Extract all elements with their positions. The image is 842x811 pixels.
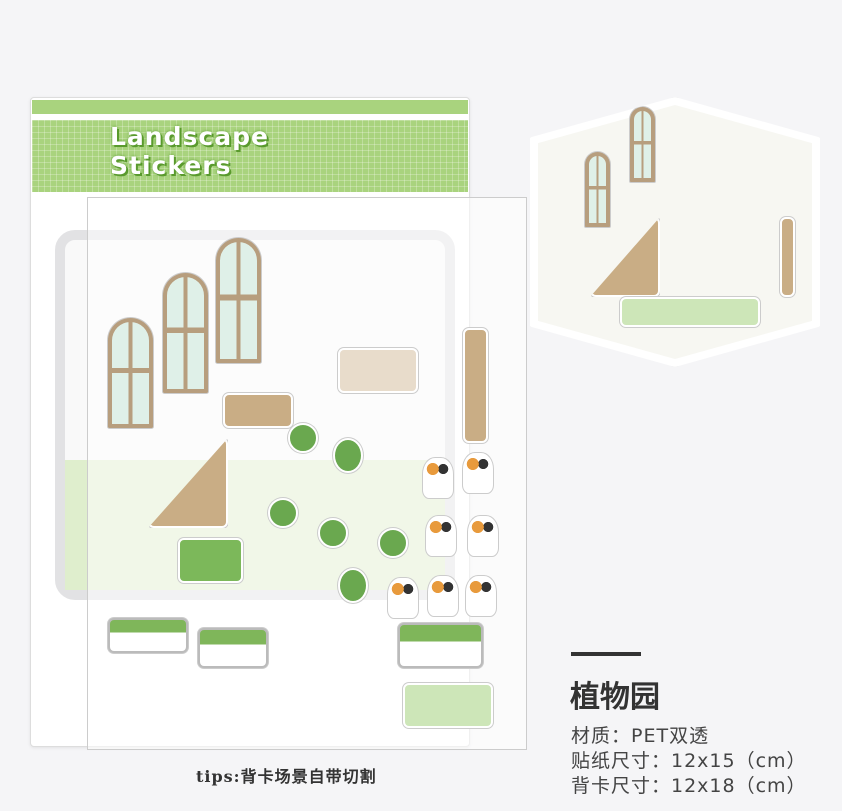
plant-sticker xyxy=(338,568,368,603)
cat-sticker xyxy=(423,458,453,498)
cat-sticker xyxy=(426,516,456,556)
cat-sticker xyxy=(466,576,496,616)
plant-sticker xyxy=(378,528,408,558)
banner-stripe xyxy=(32,100,468,114)
sticker-sheet xyxy=(87,197,527,750)
counter-sticker xyxy=(338,348,418,393)
cat-sticker xyxy=(463,453,493,493)
spec-card-size: 背卡尺寸：12x18（cm） xyxy=(571,775,807,797)
window xyxy=(585,152,610,227)
product-name: 植物园 xyxy=(570,680,660,715)
assembled-scene-preview xyxy=(530,97,820,367)
stairs-sticker xyxy=(148,438,228,528)
window-sticker xyxy=(108,318,153,428)
planter-sticker xyxy=(108,618,188,653)
cat-sticker xyxy=(388,578,418,618)
platform-sticker xyxy=(223,393,293,428)
sofa-sticker xyxy=(178,538,243,583)
ladder-sticker xyxy=(463,328,488,443)
plant-sticker xyxy=(268,498,298,528)
plant-sticker xyxy=(318,518,348,548)
plant-sticker xyxy=(333,438,363,473)
cat-sticker xyxy=(468,516,498,556)
cat-sticker xyxy=(428,576,458,616)
tips-text: tips:背卡场景自带切割 xyxy=(196,767,377,786)
banner xyxy=(32,120,468,192)
product-specs: 材质：PET双透 贴纸尺寸：12x15（cm） 背卡尺寸：12x18（cm） xyxy=(571,724,807,799)
divider xyxy=(571,652,641,656)
window-sticker xyxy=(163,273,208,393)
window xyxy=(630,107,655,182)
window-sticker xyxy=(216,238,261,363)
banner-title: Landscape Stickers xyxy=(110,122,269,180)
ladder xyxy=(780,217,795,297)
fence-sticker xyxy=(198,628,268,668)
planter-sticker xyxy=(398,623,483,668)
plant-sticker xyxy=(288,423,318,453)
planter-box-sticker xyxy=(403,683,493,728)
spec-material: 材质：PET双透 xyxy=(571,725,710,747)
spec-sticker-size: 贴纸尺寸：12x15（cm） xyxy=(571,750,807,772)
planters xyxy=(620,297,760,327)
